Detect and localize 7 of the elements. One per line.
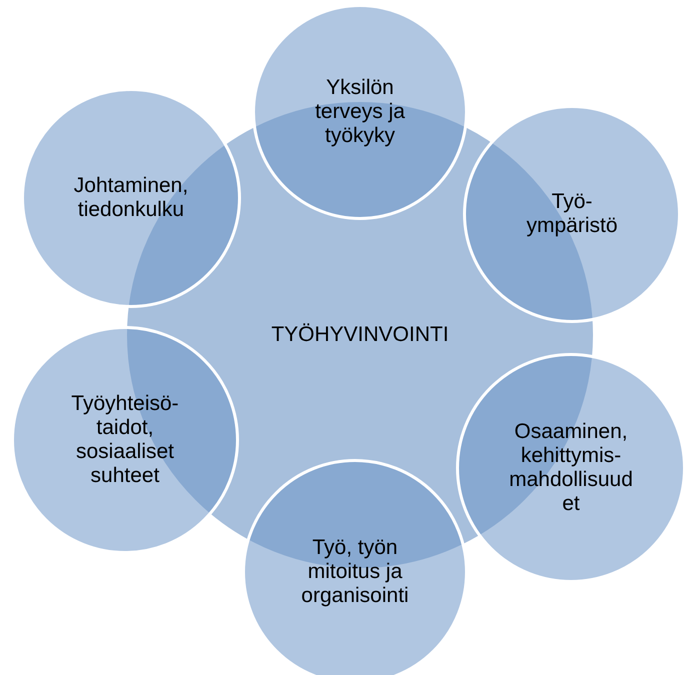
circle-label: Osaaminen, kehittymis-mahdollisuudet — [508, 420, 634, 516]
circle-label: Työyhteisö-taidot, sosiaaliset suhteet — [70, 392, 180, 488]
circle-label: Yksilön terveys ja työkyky — [314, 76, 406, 148]
circle-label: Työ, työn mitoitus ja organisointi — [300, 536, 410, 608]
circle-label: TYÖHYVINVOINTI — [270, 323, 450, 347]
circle-label: Johtaminen, tiedonkulku — [72, 174, 190, 222]
circle-label: Työ-ympäristö — [525, 190, 619, 238]
